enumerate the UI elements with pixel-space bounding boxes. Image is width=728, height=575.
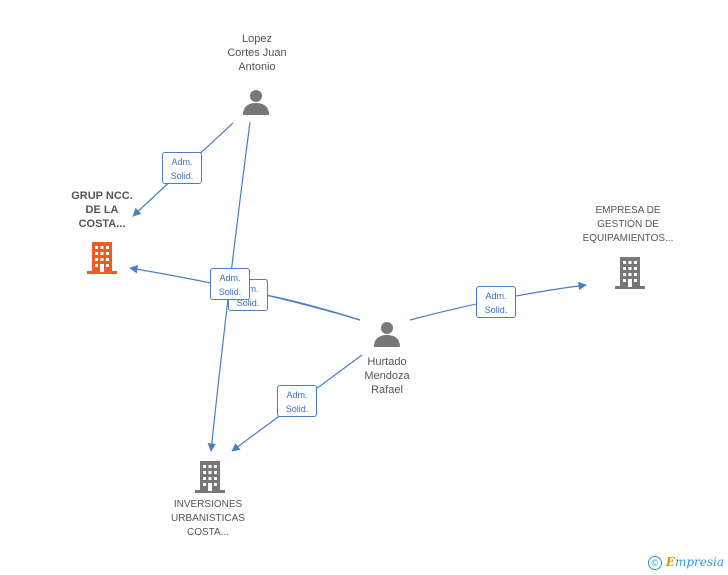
node-label-inversiones: INVERSIONES URBANISTICAS COSTA... [158, 498, 258, 540]
edge-tag-hurtado-empresa[interactable]: Adm. Solid. [476, 286, 516, 318]
copyright-icon: © [647, 555, 662, 570]
person-node-hurtado[interactable] [372, 319, 402, 354]
label-line: Antonio [238, 61, 276, 73]
label-line: COSTA... [186, 527, 230, 538]
label-line: Cortes Juan [227, 47, 287, 59]
edge-tag-line: Solid. [285, 404, 309, 414]
label-line: EMPRESA DE [595, 205, 661, 216]
edge-tag-line: Solid. [484, 305, 508, 315]
edge-tag-hurtado-inversiones[interactable]: Adm. Solid. [277, 385, 317, 417]
label-line: Mendoza [364, 370, 410, 382]
person-node-lopez[interactable] [241, 87, 271, 122]
label-line: DE LA [85, 204, 119, 216]
brand-footer[interactable]: ©Empresia [647, 553, 724, 571]
person-icon [374, 322, 400, 347]
edge-tag-line: Adm. [286, 390, 308, 400]
edge-tag-line: Adm. [219, 273, 241, 283]
node-label-empresa: EMPRESA DE GESTION DE EQUIPAMIENTOS... [573, 204, 683, 246]
company-node-inversiones[interactable] [194, 459, 226, 498]
edge-tag-line: Solid. [170, 171, 194, 181]
edge-tag-line: Solid. [218, 287, 242, 297]
building-icon [195, 461, 225, 493]
company-node-empresa[interactable] [614, 255, 646, 294]
brand-initial: E [665, 555, 675, 569]
label-line: Lopez [242, 33, 272, 45]
label-line: COSTA... [78, 218, 126, 230]
label-line: URBANISTICAS [171, 513, 245, 524]
node-label-hurtado: Hurtado Mendoza Rafael [342, 355, 432, 397]
label-line: GESTION DE [597, 219, 659, 230]
brand-name: mpresia [674, 555, 724, 569]
company-node-grup[interactable] [86, 240, 118, 279]
label-line: GRUP NCC. [71, 190, 133, 202]
building-icon [87, 242, 117, 274]
edge-tag-lopez-inversiones[interactable]: Adm. Solid. [210, 268, 250, 300]
label-line: Hurtado [367, 356, 407, 368]
label-line: Rafael [371, 384, 403, 396]
label-line: EQUIPAMIENTOS... [582, 233, 674, 244]
edge-tag-line: Adm. [171, 157, 193, 167]
person-icon [243, 90, 269, 115]
building-icon [615, 257, 645, 289]
edge-tag-line: Adm. [485, 291, 507, 301]
node-label-lopez: Lopez Cortes Juan Antonio [212, 32, 302, 74]
edge-tag-lopez-grup[interactable]: Adm. Solid. [162, 152, 202, 184]
label-line: INVERSIONES [173, 499, 243, 510]
edge-tag-line: Solid. [236, 298, 260, 308]
node-label-grup: GRUP NCC. DE LA COSTA... [52, 189, 152, 231]
